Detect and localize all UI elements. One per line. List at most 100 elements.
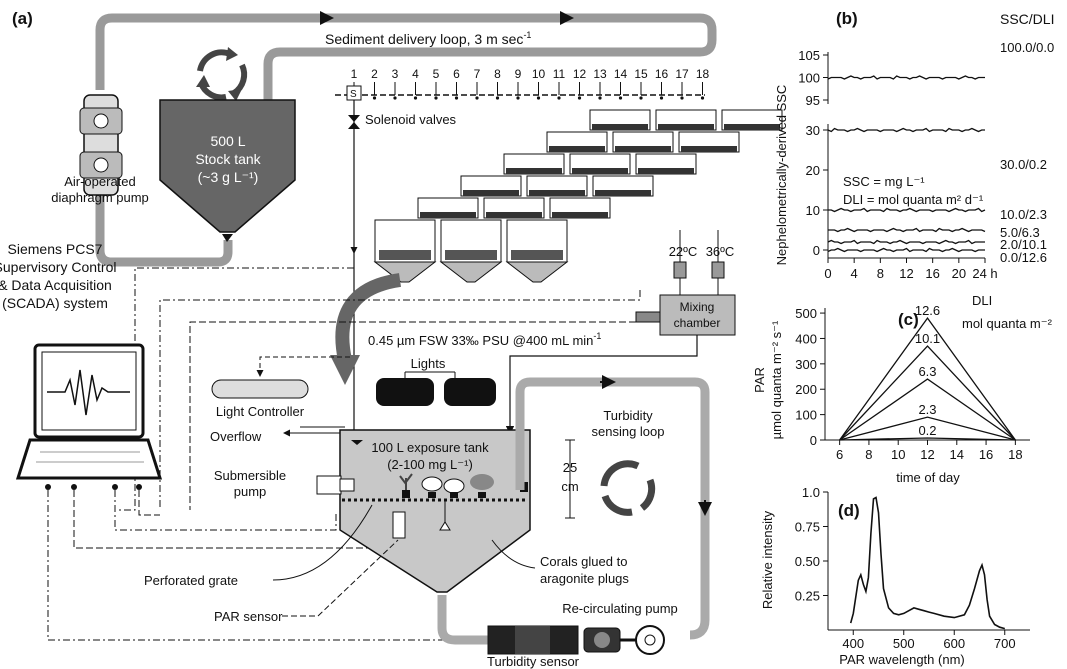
xtick-label-c: 6: [836, 447, 843, 462]
valve-dot: [700, 96, 705, 100]
depth-value: 25: [563, 460, 577, 475]
series-label-b: 0.0/12.6: [1000, 250, 1047, 265]
aquarium-shelf: [420, 212, 476, 218]
ytick-label-c: 200: [795, 382, 817, 397]
pump-label-line1: Air-operated: [64, 174, 136, 189]
valve-dot: [434, 96, 438, 100]
series-line-b: [827, 75, 985, 80]
legend-title-b: SSC/DLI: [1000, 11, 1054, 27]
ytick-label-c: 400: [795, 331, 817, 346]
light-right-icon: [444, 378, 496, 406]
note-ssc: SSC = mg L⁻¹: [843, 174, 925, 189]
xtick-label-d: 600: [943, 636, 965, 651]
diaphragm-pump-icon: [79, 94, 123, 196]
xtick-label-b: 24 h: [972, 266, 997, 281]
ytick-label-b: 20: [806, 163, 820, 178]
turbidity-loop-line1: Turbidity: [603, 408, 653, 423]
exposure-tank-line1: 100 L exposure tank: [371, 440, 489, 455]
exposure-tank: [339, 429, 531, 593]
ylabel2-c: µmol quanta m⁻² s⁻¹: [769, 320, 784, 439]
ytick-label-b: 10: [806, 203, 820, 218]
ytick-label-b: 100: [798, 71, 820, 86]
scada-label-line2: Supervisory Control: [0, 259, 116, 275]
ytick-label-d: 0.25: [795, 589, 820, 604]
note-dli: DLI = mol quanta m² d⁻¹: [843, 192, 984, 207]
spectrum-line-d: [849, 496, 1006, 630]
ytick-label-b: 0: [813, 243, 820, 258]
valve-dot: [536, 96, 541, 100]
valve-number-4: 4: [412, 67, 419, 81]
valve-number-9: 9: [515, 67, 522, 81]
aquarium-cone: [439, 261, 503, 283]
series-line-b: [828, 227, 986, 233]
recirculating-pump-label: Re-circulating pump: [562, 601, 678, 616]
laptop-icon: [15, 343, 163, 480]
valve-number-6: 6: [453, 67, 460, 81]
xtick-label-c: 18: [1008, 447, 1022, 462]
aquarium-shelf: [681, 146, 737, 152]
ytick-label-b: 105: [798, 48, 820, 63]
valve-number-13: 13: [593, 67, 607, 81]
valve-dot: [475, 96, 479, 100]
xlabel-d: PAR wavelength (nm): [839, 652, 964, 667]
ytick-label-c: 0: [810, 433, 817, 448]
valve-dot: [413, 96, 418, 100]
light-controller-label: Light Controller: [216, 404, 305, 419]
valve-dot: [680, 96, 684, 100]
perforated-grate-label: Perforated grate: [144, 573, 238, 588]
ytick-label-b: 30: [806, 123, 820, 138]
panel-label-c: (c): [898, 310, 919, 329]
ytick-label-c: 500: [795, 306, 817, 321]
valve-number-18: 18: [696, 67, 710, 81]
valve-dot: [557, 96, 561, 100]
valve-dot: [454, 96, 459, 100]
series-line-b: [827, 239, 985, 245]
mixing-label-line2: chamber: [674, 316, 721, 330]
series-line-c: [839, 378, 1016, 441]
exposure-tank-line2: (2-100 mg L⁻¹): [387, 457, 473, 472]
stock-tank-line1: 500 L: [210, 133, 245, 149]
aquarium-shelf: [463, 190, 519, 196]
ylabel-d: Relative intensity: [760, 510, 775, 609]
recycle-arrows-icon-2: [600, 460, 656, 516]
ytick-label-b: 95: [806, 93, 820, 108]
valve-number-7: 7: [474, 67, 481, 81]
scada-line-3: [189, 321, 636, 510]
valve-number-5: 5: [433, 67, 440, 81]
series-label-c: 2.3: [918, 402, 936, 417]
sediment-delivery-loop: [95, 13, 717, 100]
series-label-b: 5.0/6.3: [1000, 225, 1040, 240]
temp-cold-label: 22ºC: [669, 244, 698, 259]
xtick-label-c: 8: [865, 447, 872, 462]
aquarium-shelf: [506, 168, 562, 174]
aquarium-cone: [505, 261, 569, 283]
series-label-c: 12.6: [915, 303, 940, 318]
series-label-c: 0.2: [918, 423, 936, 438]
light-controller-box: [211, 379, 309, 399]
xtick-label-b: 0: [824, 266, 831, 281]
aquarium-corals: [511, 250, 563, 260]
xtick-label-b: 20: [952, 266, 966, 281]
stock-tank: [159, 99, 296, 233]
aquarium-shelf: [486, 212, 542, 218]
fsw-label: 0.45 µm FSW 33‰ PSU @400 mL min-1: [368, 331, 601, 348]
xtick-label-b: 8: [877, 266, 884, 281]
pump-label-line2: diaphragm pump: [51, 190, 149, 205]
scada-label-line4: (SCADA) system: [2, 295, 108, 311]
scada-label-line3: & Data Acquisition: [0, 277, 112, 293]
submersible-label-line1: Submersible: [214, 468, 286, 483]
aquarium-shelf: [658, 124, 714, 130]
scada-line-2: [159, 290, 641, 510]
valve-number-10: 10: [532, 67, 546, 81]
aquarium-shelf: [529, 190, 585, 196]
ylabel-c: PAR: [752, 367, 767, 393]
series-label-c: 10.1: [915, 331, 940, 346]
series-line-b: [827, 127, 985, 133]
xtick-label-c: 10: [891, 447, 905, 462]
submersible-label-line2: pump: [234, 484, 267, 499]
recycle-arrows-icon: [196, 47, 248, 101]
xtick-label-c: 12: [920, 447, 934, 462]
stock-tank-line3: (~3 g L⁻¹): [198, 169, 259, 185]
scada-turbidity-line: [47, 490, 445, 641]
